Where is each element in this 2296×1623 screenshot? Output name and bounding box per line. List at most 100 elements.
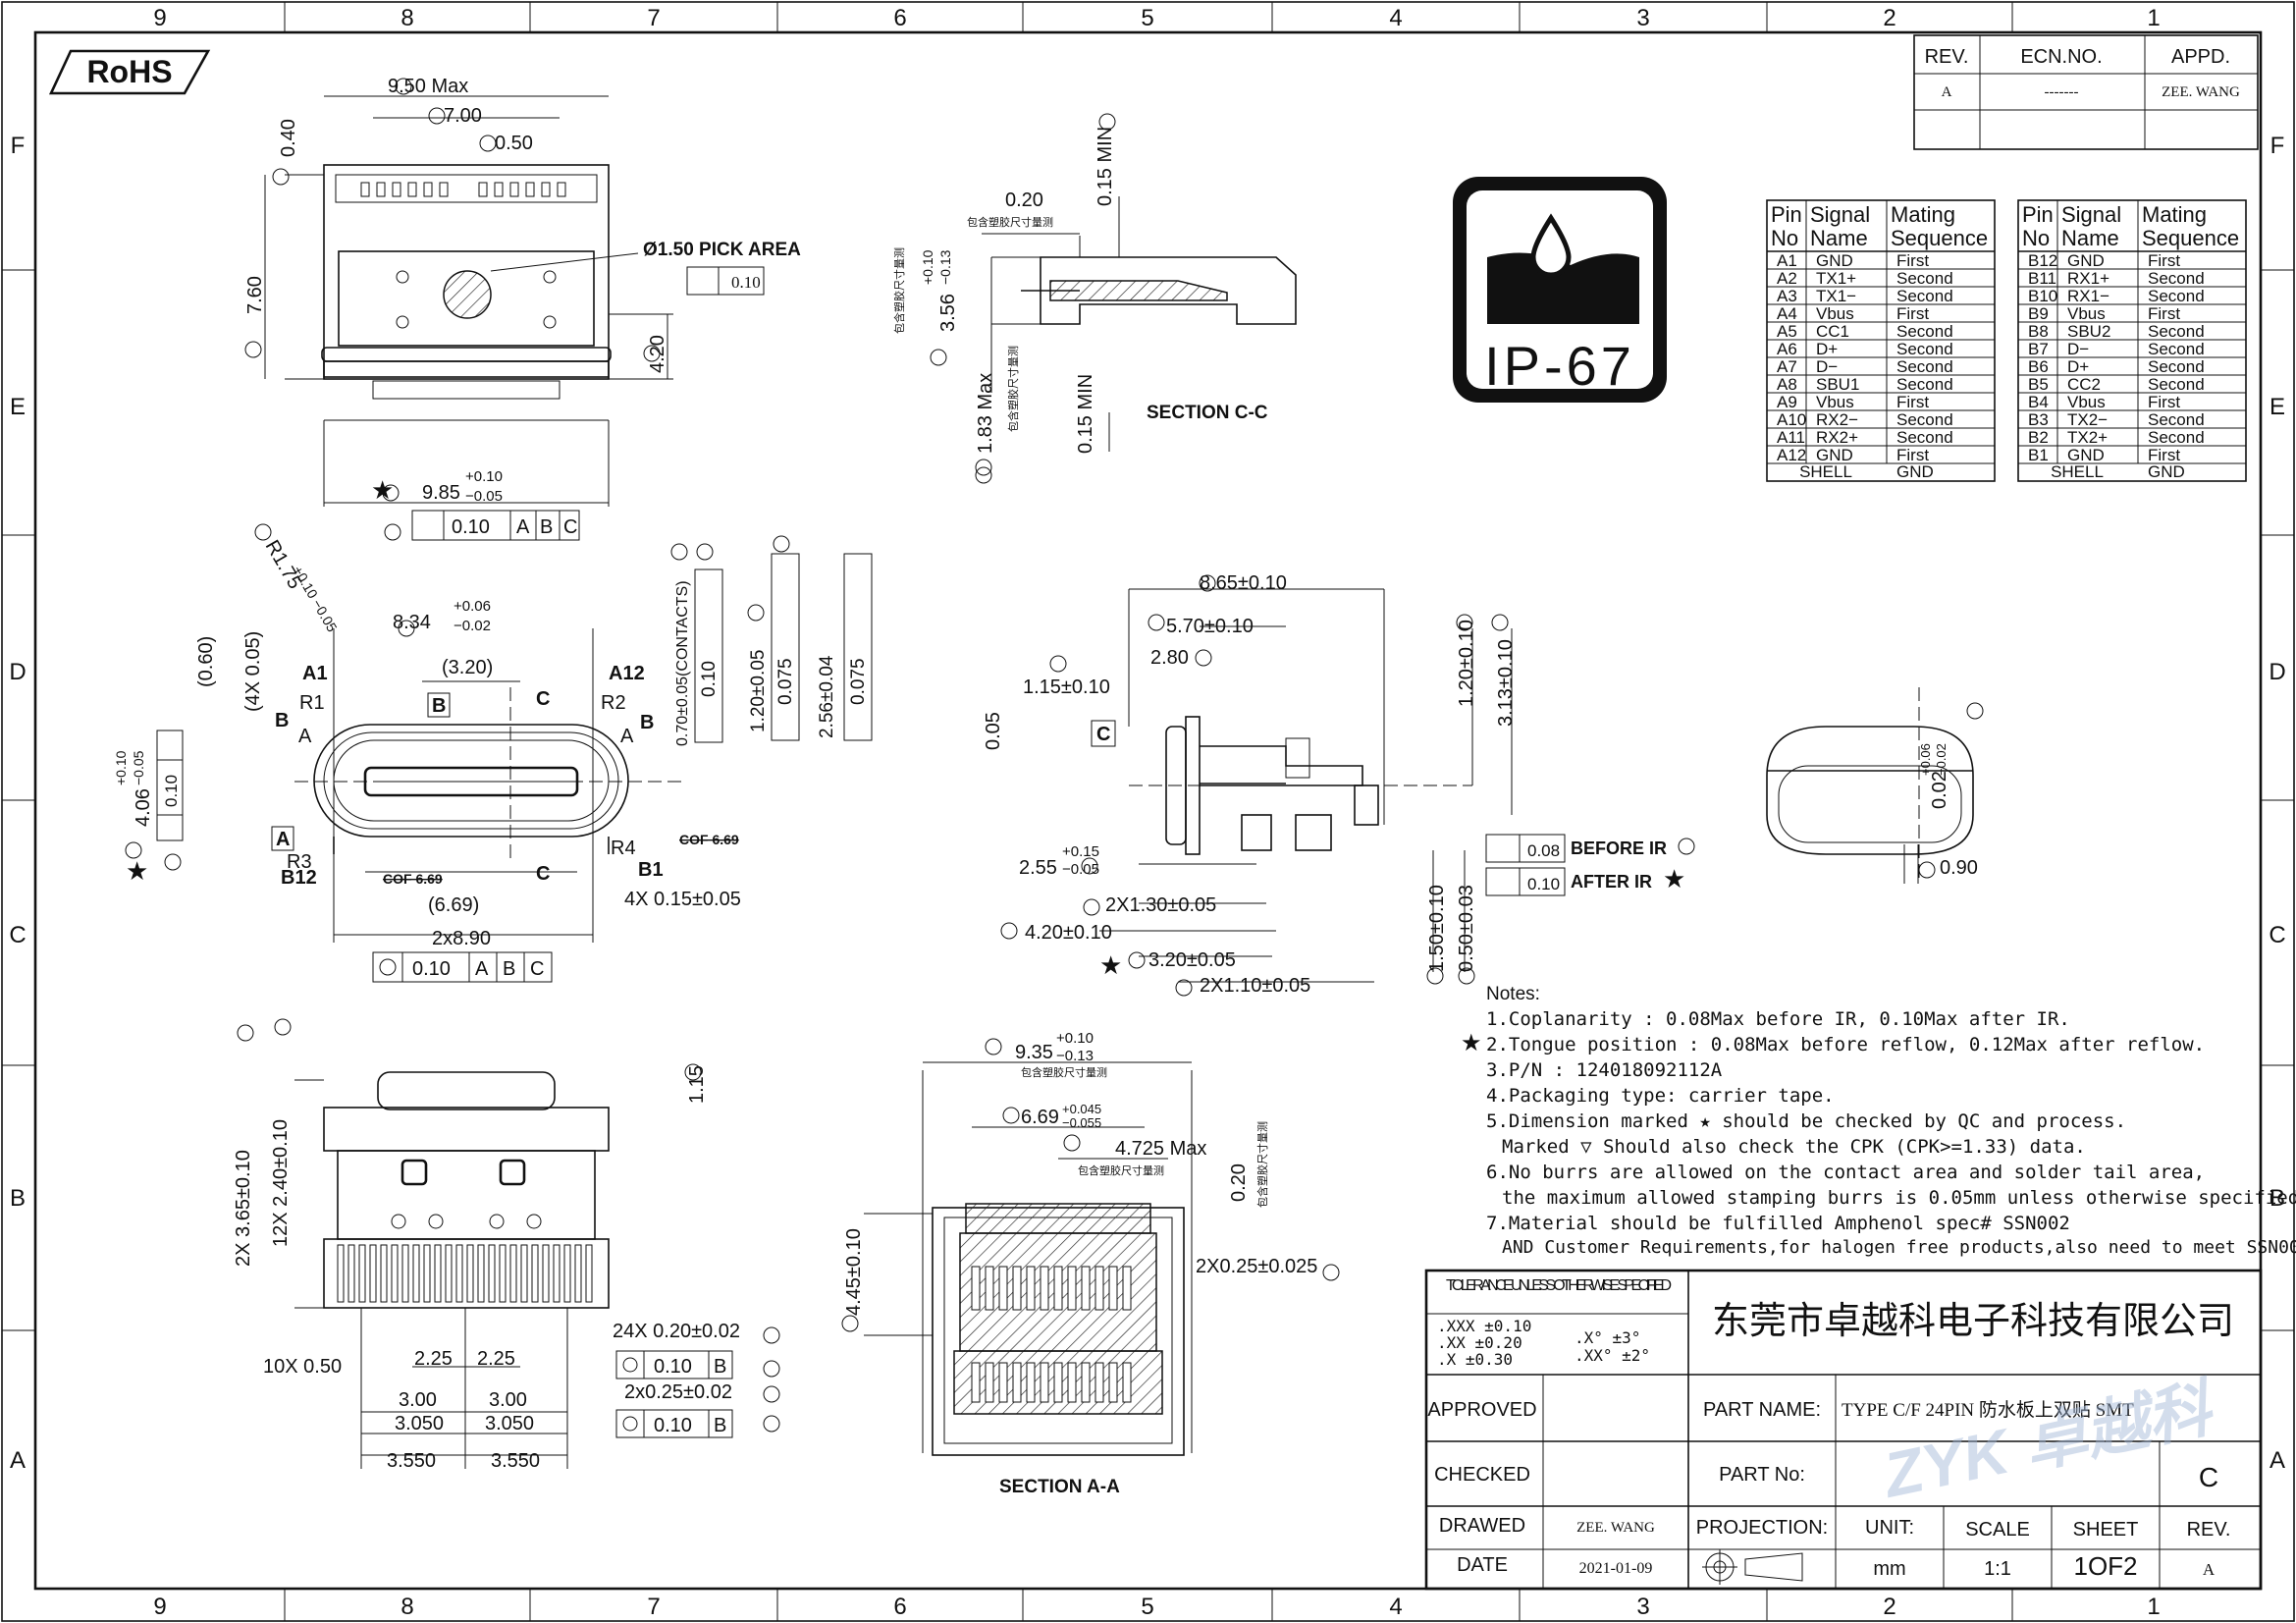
- pin-table-cell: D−: [2067, 340, 2089, 358]
- note-line: the maximum allowed stamping burrs is 0.…: [1502, 1187, 2296, 1209]
- dim-3550b: 3.550: [491, 1450, 540, 1472]
- col-label: 3: [1636, 1594, 1649, 1620]
- pin-table-cell: TX1−: [1816, 287, 1856, 305]
- pin-table-cell: Second: [2148, 269, 2205, 288]
- note-line: 3.P/N : 124018092112A: [1486, 1059, 1723, 1081]
- dim-51: 4.45±0.10: [843, 1228, 865, 1316]
- top-view-drawing: [264, 95, 673, 507]
- pin-table-cell: First: [2148, 304, 2180, 323]
- pin-table-cell: Second: [2148, 340, 2205, 358]
- svg-text:A: A: [620, 726, 634, 747]
- dim-225b: 2.25: [477, 1348, 515, 1370]
- dim-30: 1.15±0.10: [1023, 676, 1110, 698]
- pin-table-cell: RX1+: [2067, 269, 2109, 288]
- pin-table-cell: B4: [2028, 393, 2049, 411]
- sheet-value: 1OF2: [2073, 1551, 2137, 1581]
- appd-value: ZEE. WANG: [2162, 84, 2240, 100]
- cof-label: COF 6.69: [679, 832, 739, 847]
- pin-table-cell: Second: [1896, 375, 1953, 394]
- pin-table-cell: TX1+: [1816, 269, 1856, 288]
- rear-view-drawing: [1766, 687, 1974, 884]
- rear-view-dims: 0.02 +0.06 −0.02 0.90: [1918, 743, 1978, 879]
- col-label: 8: [400, 1594, 413, 1620]
- label-b12: B12: [281, 867, 317, 889]
- chinese-note: 包含塑胶尺寸量测: [1255, 1121, 1269, 1208]
- pin-table-cell: RX1−: [2067, 287, 2109, 305]
- watermark-text: ZYK 卓越科: [1876, 1372, 2221, 1511]
- chinese-note: 包含塑胶尺寸量测: [892, 247, 906, 334]
- dim-33: 2.80: [1150, 647, 1189, 669]
- pin-table-cell: Vbus: [1816, 304, 1854, 323]
- col-label: 5: [1141, 5, 1153, 31]
- rohs-badge: RoHS: [48, 49, 211, 95]
- pin-table-cell: A3: [1777, 287, 1797, 305]
- dim-225a: 2.25: [414, 1348, 453, 1370]
- pin-table-cell: A12: [1777, 446, 1806, 464]
- pin-table-cell: TX2−: [2067, 410, 2108, 429]
- pin-table-header: Sequence: [1891, 226, 1988, 250]
- pick-area-label: Ø1.50 PICK AREA: [643, 240, 801, 260]
- row-label: E: [2269, 394, 2285, 420]
- dim-26: 24X 0.20±0.02: [613, 1321, 740, 1342]
- label-a12: A12: [609, 663, 645, 684]
- dim-24: 12X 2.40±0.10: [270, 1119, 292, 1247]
- pin-table-header: No: [2022, 226, 2050, 250]
- rev-value: A: [1942, 84, 1952, 100]
- dim-2: 0.40: [278, 119, 299, 157]
- dim-50: 2X0.25±0.025: [1196, 1256, 1317, 1277]
- shell-value: GND: [1896, 462, 1934, 481]
- dim-45-up: +0.06: [1918, 743, 1933, 776]
- dim-43-up: +0.15: [1062, 843, 1099, 860]
- dim-37: 0.50±0.03: [1456, 885, 1477, 972]
- dim-22: 0.10: [412, 958, 451, 980]
- flatness-after: 0.10: [1527, 875, 1560, 893]
- dim-20: 4X 0.15±0.05: [624, 889, 741, 910]
- pin-table-cell: GND: [2067, 251, 2105, 270]
- dim-10x: 10X 0.50: [263, 1356, 342, 1378]
- col-label: 1: [2147, 5, 2160, 31]
- col-label: 8: [400, 5, 413, 31]
- pin-table-cell: GND: [1816, 251, 1853, 270]
- dim-32: 5.70±0.10: [1166, 616, 1254, 637]
- dim-43-dn: −0.05: [1062, 861, 1099, 878]
- pin-table-cell: B11: [2028, 269, 2056, 288]
- pin-table-cell: B12: [2028, 251, 2057, 270]
- section-aa-drawing: [864, 1061, 1193, 1456]
- pin-table-cell: A5: [1777, 322, 1797, 341]
- svg-text:B: B: [540, 516, 553, 538]
- dim-39: 2X1.10±0.05: [1200, 975, 1310, 997]
- dim-6: 4.20: [647, 335, 668, 373]
- bottom-view-dims: 2X 3.65±0.10 12X 2.40±0.10 1.15 10X 0.50…: [233, 1065, 740, 1472]
- pin-table-cell: First: [2148, 251, 2180, 270]
- col-label: 5: [1141, 1594, 1153, 1620]
- dim-19: 0.075: [848, 658, 869, 705]
- tolerance-title: TOLERANCE UNLESS OTHERWISE SPECIFIED: [1446, 1277, 1672, 1294]
- pin-table-cell: Second: [1896, 287, 1953, 305]
- pin-table-header: Pin: [2022, 202, 2054, 227]
- shell-label: SHELL: [2051, 462, 2104, 481]
- pin-table-cell: A1: [1777, 251, 1797, 270]
- pin-table-cell: First: [2148, 393, 2180, 411]
- row-label: F: [2270, 133, 2285, 159]
- dim-45: 0.02: [1929, 771, 1950, 809]
- pin-table-header: Signal: [2061, 202, 2121, 227]
- dim-13-dn: −0.02: [454, 618, 491, 634]
- pin-table-cell: B1: [2028, 446, 2049, 464]
- svg-text:A: A: [475, 958, 489, 980]
- section-aa-label: SECTION A-A: [999, 1477, 1120, 1497]
- svg-text:B: B: [432, 695, 446, 717]
- shell-value: GND: [2148, 462, 2185, 481]
- pin-table-cell: TX2+: [2067, 428, 2108, 447]
- col-label: 7: [647, 1594, 660, 1620]
- cof-label: COF 6.69: [383, 871, 443, 887]
- svg-text:B: B: [503, 958, 515, 980]
- col-label: 4: [1389, 5, 1402, 31]
- dim-300a: 3.00: [399, 1389, 437, 1411]
- dim-63-up: +0.10: [1056, 1030, 1094, 1047]
- drop-icon: [1530, 213, 1572, 278]
- dim-020b: 0.20: [1228, 1163, 1250, 1202]
- svg-text:C: C: [536, 863, 550, 885]
